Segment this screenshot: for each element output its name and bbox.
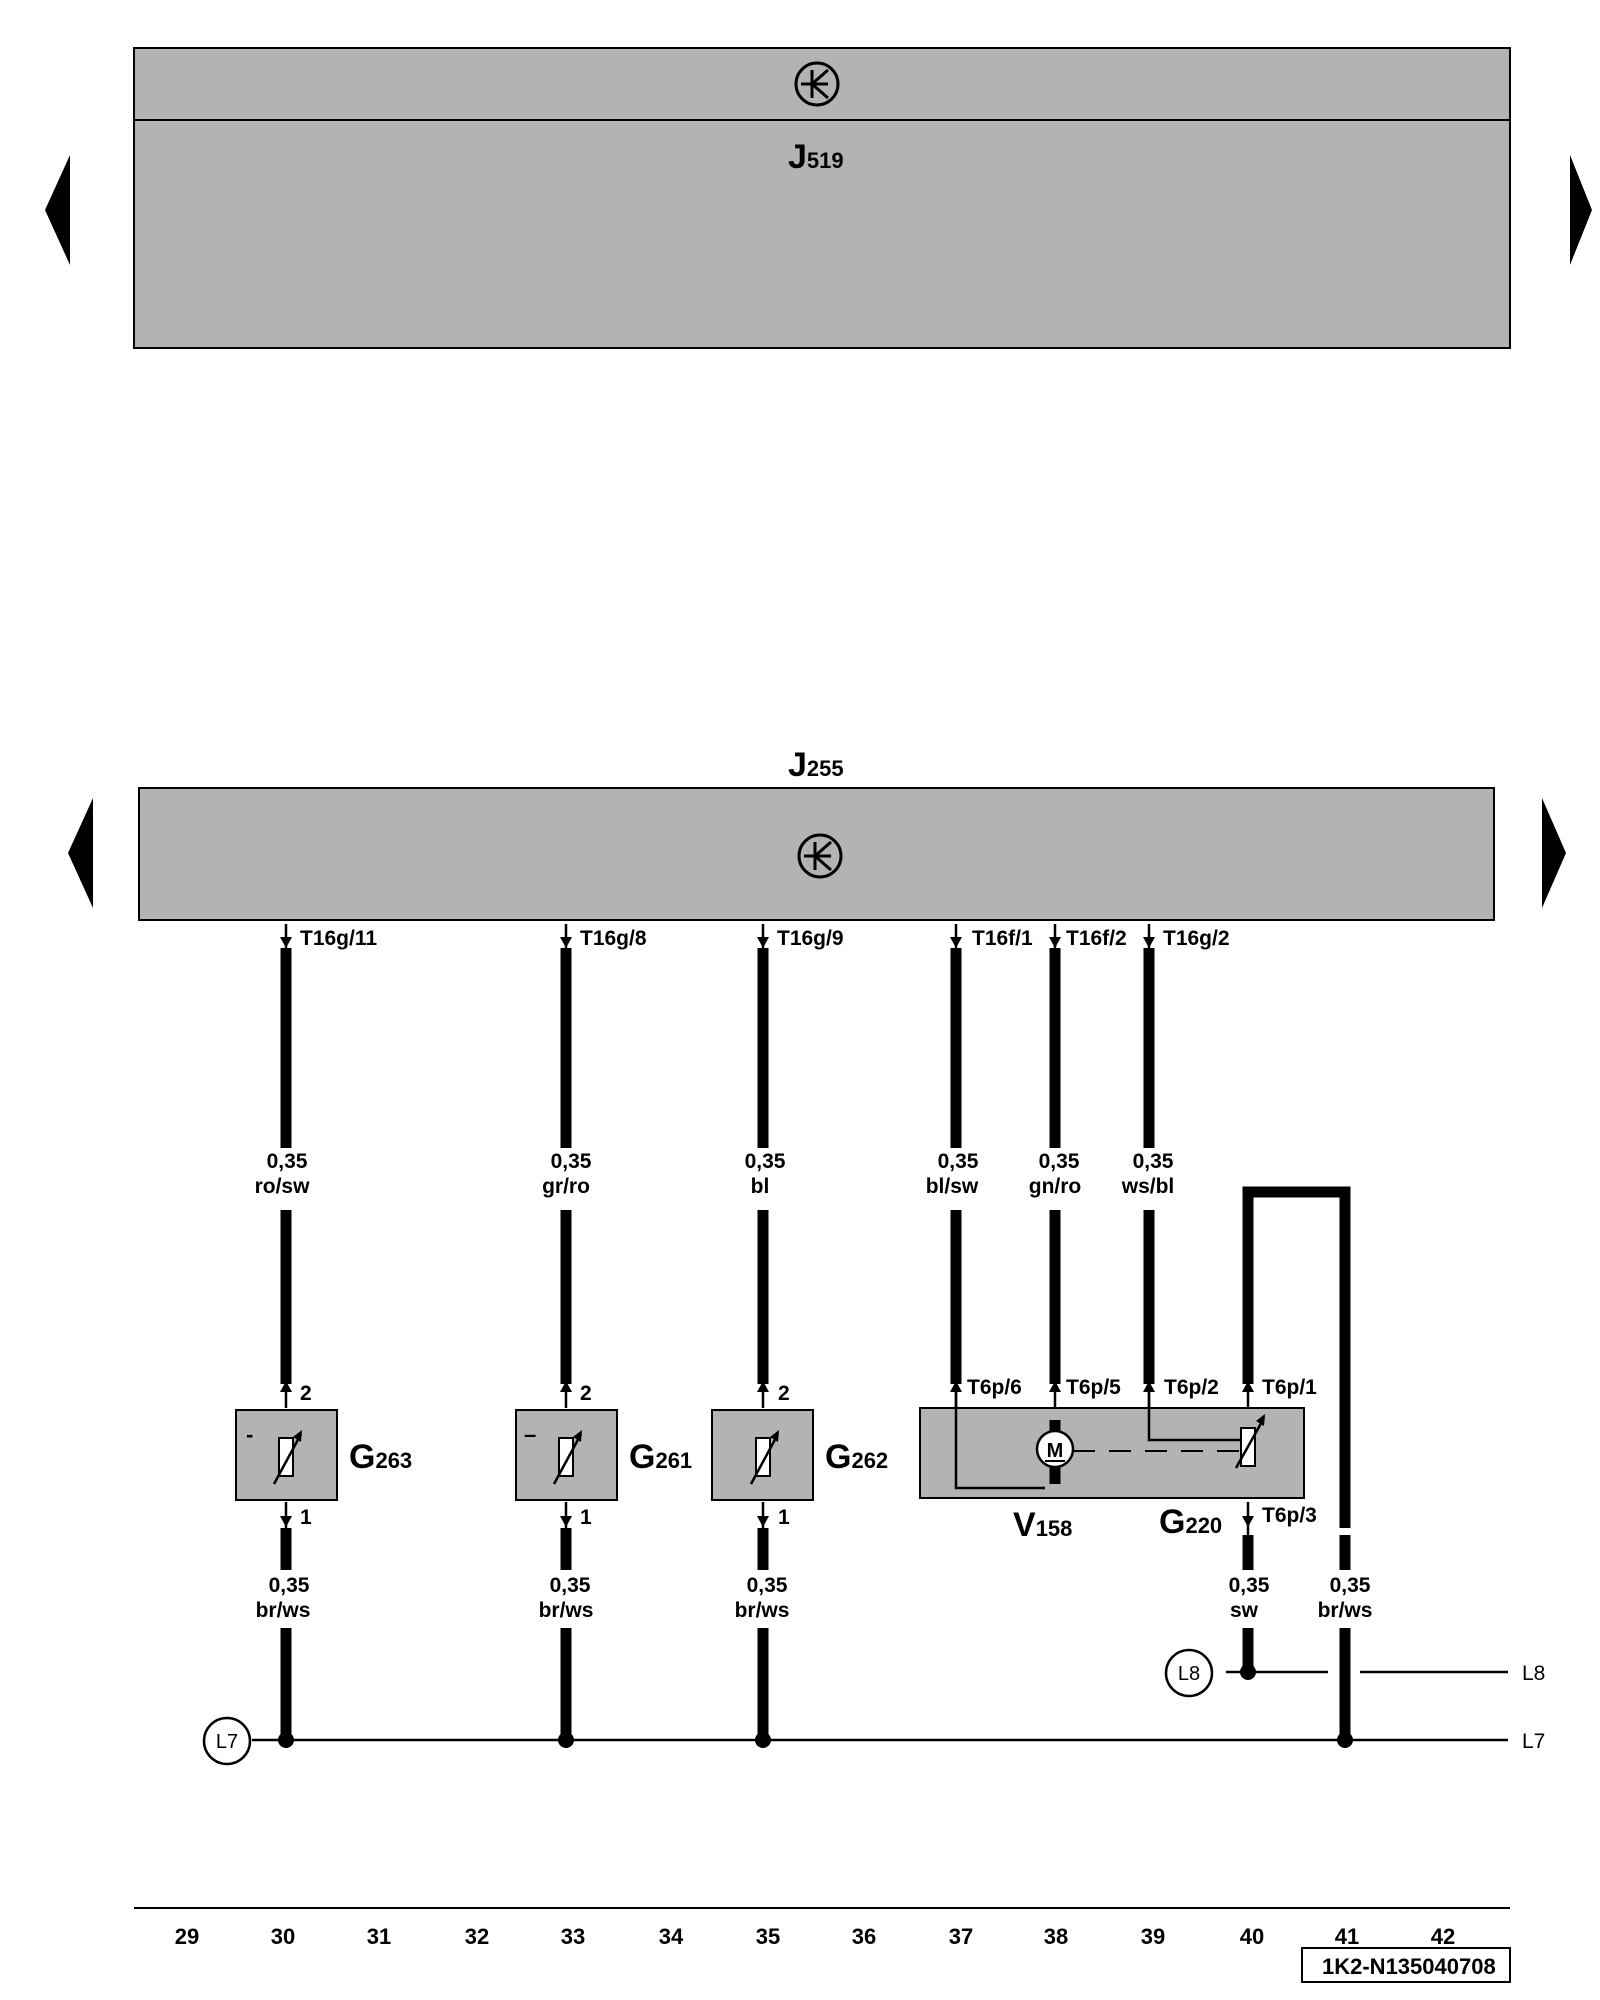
wire-size-35: 0,35 bbox=[745, 1150, 786, 1173]
connector-c33: T16g/8 bbox=[580, 927, 647, 950]
sensor-g262-pin-bottom: 1 bbox=[778, 1506, 790, 1529]
wire-size-37: 0,35 bbox=[938, 1150, 979, 1173]
actuator-v158-label: V158 bbox=[1013, 1506, 1072, 1544]
grid-number: 30 bbox=[271, 1924, 295, 1949]
doc-id-box: 1K2-N135040708 bbox=[1301, 1947, 1511, 1983]
wire-labels-bottom: 0,35 br/ws 0,35 br/ws 0,35 br/ws 0,35 sw… bbox=[246, 1570, 1385, 1628]
connector-labels: T16g/11 T16g/8 T16g/9 T16f/1 T16f/2 T16g… bbox=[300, 927, 1230, 950]
wire-color-b35: br/ws bbox=[735, 1599, 790, 1622]
wire-color-37: bl/sw bbox=[926, 1175, 979, 1198]
prev-page-arrow-icon-2[interactable] bbox=[68, 798, 93, 908]
wire-color-b40: sw bbox=[1230, 1599, 1259, 1622]
next-page-arrow-icon-2[interactable] bbox=[1542, 798, 1566, 908]
actuator-pin-t6p-1: T6p/1 bbox=[1262, 1376, 1317, 1399]
grid-number: 34 bbox=[659, 1924, 684, 1949]
sensor-g263-pin-bottom: 1 bbox=[300, 1506, 312, 1529]
grid-number: 36 bbox=[852, 1924, 876, 1949]
wire-color-33: gr/ro bbox=[542, 1175, 590, 1198]
ground-rails: L8 L8 L7 L7 bbox=[202, 1648, 1545, 1766]
grid-number: 41 bbox=[1335, 1924, 1359, 1949]
sensor-g262-pin-top: 2 bbox=[778, 1382, 790, 1405]
actuator-pin-t6p-2: T6p/2 bbox=[1164, 1376, 1219, 1399]
ground-l8-rail-label: L8 bbox=[1522, 1662, 1545, 1685]
wire-color-30: ro/sw bbox=[255, 1175, 311, 1198]
connector-c39: T16g/2 bbox=[1163, 927, 1230, 950]
connector-c37: T16f/1 bbox=[972, 927, 1033, 950]
grid-numbers: 29 30 31 32 33 34 35 36 37 38 39 40 41 4… bbox=[175, 1924, 1455, 1949]
connector-c38: T16f/2 bbox=[1066, 927, 1127, 950]
ground-l8-marker: L8 bbox=[1164, 1648, 1214, 1698]
actuator-pin-t6p-3: T6p/3 bbox=[1262, 1504, 1317, 1527]
wire-color-39: ws/bl bbox=[1121, 1175, 1175, 1198]
grid-number: 37 bbox=[949, 1924, 973, 1949]
sensor-g263-pin-top: 2 bbox=[300, 1382, 312, 1405]
actuator-pin-t6p-6: T6p/6 bbox=[967, 1376, 1022, 1399]
doc-id: 1K2-N135040708 bbox=[1322, 1954, 1496, 1979]
sensor-g261: – 2 1 G261 bbox=[515, 1382, 692, 1529]
grid-number: 32 bbox=[465, 1924, 489, 1949]
wires-thick bbox=[280, 948, 1351, 1740]
grid-number: 38 bbox=[1044, 1924, 1068, 1949]
wire-size-30: 0,35 bbox=[267, 1150, 308, 1173]
wire-size-b40: 0,35 bbox=[1229, 1574, 1270, 1597]
sensor-g261-pin-bottom: 1 bbox=[580, 1506, 592, 1529]
wire-color-38: gn/ro bbox=[1029, 1175, 1082, 1198]
sensor-g263: - 2 1 G263 bbox=[235, 1382, 412, 1529]
svg-text:L8: L8 bbox=[1178, 1663, 1200, 1685]
wire-size-b41: 0,35 bbox=[1330, 1574, 1371, 1597]
wire-color-b33: br/ws bbox=[539, 1599, 594, 1622]
prev-page-arrow-icon[interactable] bbox=[45, 155, 70, 265]
wire-color-b30: br/ws bbox=[256, 1599, 311, 1622]
wire-size-39: 0,35 bbox=[1133, 1150, 1174, 1173]
sensor-g261-label: G261 bbox=[629, 1438, 692, 1476]
actuator-v158-g220: M T6p/6 T6p/5 T6p/2 T6p/1 T6p/3 V158 G22… bbox=[919, 1376, 1317, 1544]
wire-size-b30: 0,35 bbox=[269, 1574, 310, 1597]
sensor-g262-label: G262 bbox=[825, 1438, 888, 1476]
sensor-g262: 2 1 G262 bbox=[711, 1382, 888, 1529]
sensor-g261-pin-top: 2 bbox=[580, 1382, 592, 1405]
wire-color-b41: br/ws bbox=[1318, 1599, 1373, 1622]
motor-icon: M bbox=[1035, 1429, 1075, 1469]
ground-l7-rail-label: L7 bbox=[1522, 1730, 1545, 1753]
module-j519: J519 bbox=[133, 47, 1511, 349]
ground-l7-marker: L7 bbox=[202, 1716, 252, 1766]
grid-number: 33 bbox=[561, 1924, 585, 1949]
wire-size-b33: 0,35 bbox=[550, 1574, 591, 1597]
electronic-control-icon bbox=[794, 61, 840, 107]
sensor-g261-minus: – bbox=[524, 1422, 536, 1447]
svg-text:M: M bbox=[1047, 1440, 1064, 1462]
grid-number: 31 bbox=[367, 1924, 391, 1949]
module-j519-label: J519 bbox=[788, 138, 844, 176]
next-page-arrow-icon[interactable] bbox=[1570, 155, 1592, 265]
wire-color-35: bl bbox=[751, 1175, 770, 1198]
electronic-control-icon-2 bbox=[797, 833, 843, 879]
wire-size-b35: 0,35 bbox=[747, 1574, 788, 1597]
module-j255: J255 bbox=[138, 746, 1495, 921]
wire-labels-top: 0,35 ro/sw 0,35 gr/ro 0,35 bl 0,35 bl/sw… bbox=[246, 1148, 1189, 1210]
grid-number: 40 bbox=[1240, 1924, 1264, 1949]
svg-text:L7: L7 bbox=[216, 1731, 238, 1753]
sensor-g263-label: G263 bbox=[349, 1438, 412, 1476]
connector-c35: T16g/9 bbox=[777, 927, 844, 950]
grid-number: 35 bbox=[756, 1924, 780, 1949]
grid-number: 29 bbox=[175, 1924, 199, 1949]
wire-size-33: 0,35 bbox=[551, 1150, 592, 1173]
sensor-g263-minus: - bbox=[246, 1422, 253, 1447]
wire-size-38: 0,35 bbox=[1039, 1150, 1080, 1173]
actuator-g220-label: G220 bbox=[1159, 1503, 1222, 1541]
connector-c30: T16g/11 bbox=[300, 927, 377, 950]
module-j255-label: J255 bbox=[788, 746, 844, 784]
actuator-pin-t6p-5: T6p/5 bbox=[1066, 1376, 1121, 1399]
grid-number: 39 bbox=[1141, 1924, 1165, 1949]
grid-number: 42 bbox=[1431, 1924, 1455, 1949]
